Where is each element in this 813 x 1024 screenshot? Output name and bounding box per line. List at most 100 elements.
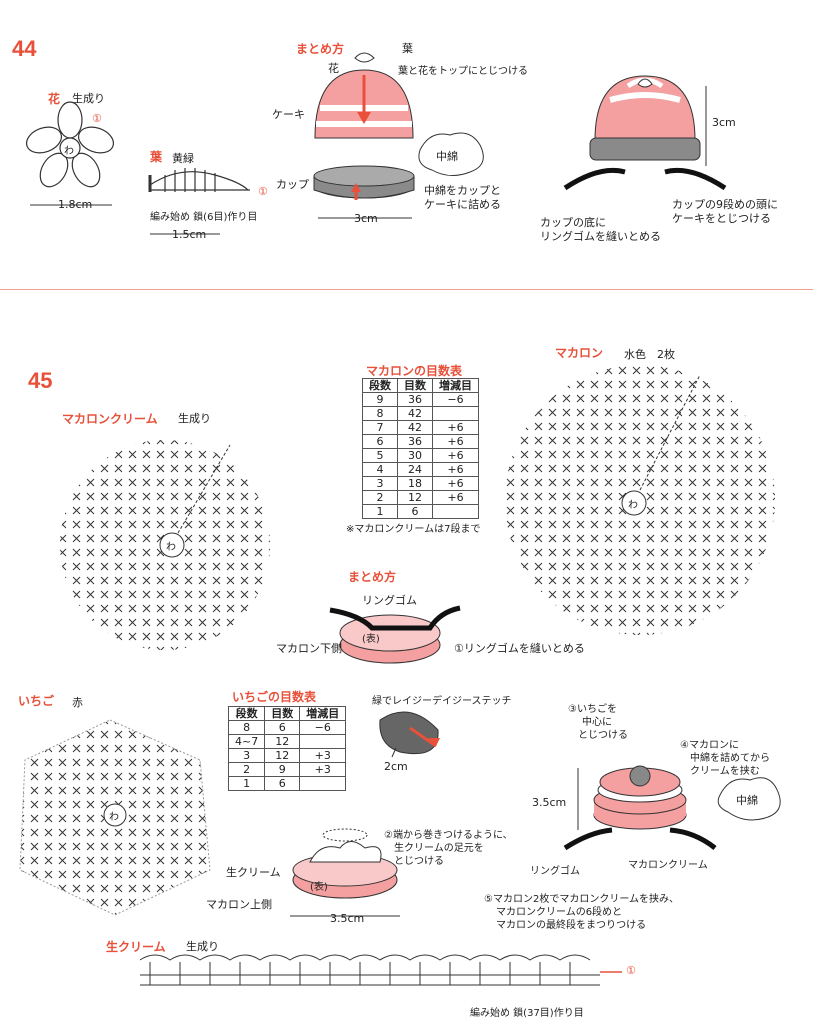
- assembly-title-45: まとめ方: [348, 570, 397, 584]
- table-cell: [299, 734, 347, 749]
- table-header: 目数: [397, 378, 433, 393]
- table-cell: 42: [397, 420, 433, 435]
- table-cell: 2: [362, 490, 398, 505]
- label-lazy-daisy: 緑でレイジーデイジーステッチ: [372, 696, 512, 707]
- table-cell: 3: [227, 748, 266, 763]
- pattern-number-45: 45: [28, 368, 53, 393]
- flower-size: 1.8cm: [58, 198, 93, 211]
- label-band-2: リングゴムを縫いとめる: [540, 230, 661, 243]
- flower-round-1: ①: [92, 112, 102, 125]
- label-cotton-44: 中綿: [436, 150, 458, 163]
- label-macaron-bottom: マカロン下側: [276, 642, 342, 655]
- strawberry-center-label: わ: [109, 812, 119, 823]
- label-step5-3: マカロンの最終段をまつりつける: [496, 920, 647, 931]
- label-step2-1: ②端から巻きつけるように、: [384, 830, 513, 841]
- label-cup9-1: カップの9段めの頭に: [672, 198, 778, 211]
- table-cell: 2: [227, 762, 266, 777]
- strawberry-title: いちご: [18, 694, 55, 708]
- label-stuff-1: 中綿をカップと: [424, 184, 501, 197]
- table-cell: +6: [432, 420, 479, 435]
- label-cup: カップ: [276, 178, 309, 191]
- table-cell: 12: [397, 490, 433, 505]
- label-cotton-45: 中綿: [736, 794, 758, 807]
- cake-finished-illustration: [563, 75, 727, 191]
- macaron-center-label: わ: [628, 500, 638, 511]
- table-cell: 1: [362, 504, 398, 519]
- table-cell: 4: [362, 462, 398, 477]
- label-cup9-2: ケーキをとじつける: [672, 212, 771, 225]
- table-cell: +6: [432, 434, 479, 449]
- label-step4-2: 中綿を詰めてから: [690, 753, 770, 764]
- table-cell: 9: [264, 762, 301, 777]
- strawberry-size: 2cm: [384, 760, 408, 773]
- table-cell: 1: [227, 776, 266, 791]
- table-cell: 6: [397, 504, 433, 519]
- label-sew-ring: ①リングゴムを縫いとめる: [454, 642, 585, 655]
- table-cell: −6: [432, 392, 479, 407]
- label-ring2: リングゴム: [530, 866, 580, 877]
- table-cell: 12: [264, 748, 301, 763]
- label-step2-3: とじつける: [394, 856, 444, 867]
- cake-height-size: 3cm: [712, 116, 736, 129]
- label-step3-1: ③いちごを: [568, 704, 617, 715]
- macaron-color: 水色 2枚: [624, 348, 675, 361]
- macaron-height-size: 3.5cm: [532, 796, 567, 809]
- fresh-cream-round-1: ①: [626, 964, 636, 977]
- label-step5-1: ⑤マカロン2枚でマカロンクリームを挟み、: [484, 894, 680, 905]
- table-cell: 9: [362, 392, 398, 407]
- flower-center-label: わ: [64, 146, 74, 157]
- table-cell: 6: [264, 720, 301, 735]
- label-step3-2: 中心に: [582, 717, 612, 728]
- table-cell: [299, 776, 347, 791]
- cup-size: 3cm: [354, 212, 378, 225]
- table-cell: 36: [397, 392, 433, 407]
- fresh-cream-chart: [139, 954, 622, 986]
- leaf-size: 1.5cm: [172, 228, 207, 241]
- label-ring: リングゴム: [362, 594, 417, 607]
- table-cell: [432, 504, 479, 519]
- strawberry-illustration: [379, 711, 440, 758]
- label-cream: マカロンクリーム: [628, 860, 708, 871]
- table-header: 段数: [227, 706, 266, 721]
- label-omote: (表): [362, 634, 380, 645]
- leaf-chart: [148, 168, 250, 192]
- label-step3-3: とじつける: [578, 730, 628, 741]
- assembly-title-44: まとめ方: [296, 42, 345, 56]
- fresh-cream-assembly: [292, 828, 398, 899]
- label-step4-3: クリームを挟む: [690, 766, 760, 777]
- flower-color: 生成り: [72, 92, 105, 105]
- macaron-table-note: ※マカロンクリームは7段まで: [346, 524, 481, 535]
- macaron-finished-illustration: [563, 765, 717, 851]
- table-cell: +6: [432, 462, 479, 477]
- fresh-cream-width: 3.5cm: [330, 912, 365, 925]
- label-leaf: 葉: [402, 42, 413, 55]
- leaf-title: 葉: [150, 150, 163, 164]
- table-cell: 12: [264, 734, 301, 749]
- table-cell: 18: [397, 476, 433, 491]
- label-attach: 葉と花をトップにとじつける: [398, 66, 528, 77]
- macaron-table-title: マカロンの目数表: [366, 364, 463, 378]
- table-header: 増減目: [432, 378, 479, 393]
- label-stuff-2: ケーキに詰める: [424, 198, 501, 211]
- table-cell: +3: [299, 748, 347, 763]
- table-cell: 8: [362, 406, 398, 421]
- label-step5-2: マカロンクリームの6段めと: [496, 907, 623, 918]
- section-divider: [0, 289, 813, 290]
- table-cell: 24: [397, 462, 433, 477]
- table-cell: [432, 406, 479, 421]
- pattern-number-44: 44: [12, 36, 37, 61]
- strawberry-color: 赤: [72, 696, 83, 709]
